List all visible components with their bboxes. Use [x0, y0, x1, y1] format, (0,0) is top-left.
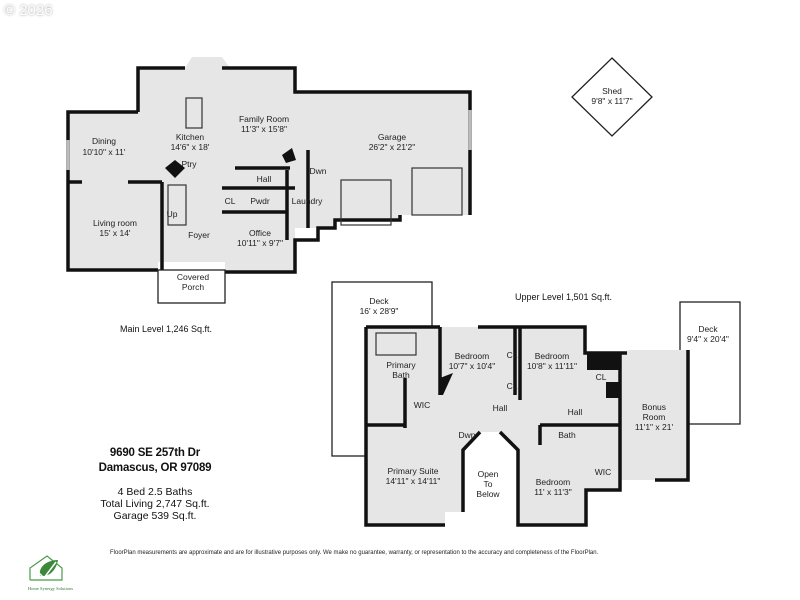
room-dims: 14'6" x 18' — [171, 142, 210, 152]
room-name: Deck — [698, 324, 718, 334]
room-name: Living room — [93, 218, 137, 228]
room-name: Bedroom — [455, 351, 490, 361]
room-dims: 10'10" x 11' — [83, 147, 126, 157]
garage-size: Garage 539 Sq.ft. — [113, 510, 197, 522]
room-dims: 14'11" x 14'11" — [386, 476, 441, 486]
room-dims: 11'1" x 21' — [635, 422, 674, 432]
main-level-labels: Dining 10'10" x 11' Kitchen 14'6" x 18' … — [83, 86, 633, 292]
primary-bath-label: Primary — [386, 360, 416, 370]
stairs-up-label: Up — [167, 209, 178, 219]
closet-label: CL — [507, 381, 518, 391]
upper-level-plan — [331, 281, 741, 527]
room-dims: 11'3" x 15'8" — [241, 124, 287, 134]
room-dims: 10'8" x 11'11" — [527, 361, 577, 371]
room-dims: 9'4" x 20'4" — [687, 334, 729, 344]
disclaimer: FloorPlan measurements are approximate a… — [110, 550, 599, 556]
total-living: Total Living 2,747 Sq.ft. — [100, 498, 210, 510]
room-dims: 16' x 28'9" — [360, 306, 399, 316]
room-name: Primary Suite — [387, 466, 438, 476]
hall-label: Hall — [493, 403, 508, 413]
address-line-1: 9690 SE 257th Dr — [109, 447, 201, 459]
upper-level-labels: Deck 16' x 28'9" Bedroom 10'7" x 10'4" B… — [360, 296, 729, 499]
beds-baths: 4 Bed 2.5 Baths — [117, 486, 193, 498]
powder-label: Pwdr — [250, 196, 270, 206]
closet-label: CL — [225, 196, 236, 206]
room-name: Bedroom — [535, 351, 570, 361]
pantry-label: Ptry — [181, 159, 197, 169]
shed-plan — [571, 57, 653, 137]
open-to-below-label: To — [484, 479, 493, 489]
upper-level-label: Upper Level 1,501 Sq.ft. — [515, 292, 613, 302]
main-level-plan — [66, 57, 472, 304]
hall-label: Hall — [568, 407, 583, 417]
room-dims: 11' x 11'3" — [534, 487, 572, 497]
foyer-label: Foyer — [188, 230, 210, 240]
closet-label: CL — [596, 372, 607, 382]
room-name: Covered — [177, 272, 209, 282]
room-dims: 26'2" x 21'2" — [369, 142, 416, 152]
open-to-below-label: Open — [478, 469, 499, 479]
room-name: Bedroom — [536, 477, 571, 487]
room-name: Bonus — [642, 402, 666, 412]
open-to-below-label: Below — [476, 489, 500, 499]
wic-label: WIC — [414, 400, 431, 410]
shed-dims: 9'8" x 11'7" — [591, 96, 632, 106]
wic-label: WIC — [595, 467, 612, 477]
closet-label: CL — [507, 350, 518, 360]
room-dims: 10'7" x 10'4" — [449, 361, 496, 371]
property-address: 9690 SE 257th Dr Damascus, OR 97089 — [60, 446, 250, 476]
room-dims: Porch — [182, 282, 204, 292]
watermark: © 2026 — [4, 2, 53, 19]
room-dims: 10'11" x 9'7" — [237, 238, 283, 248]
laundry-label: Laundry — [292, 196, 323, 206]
shed-name: Shed — [602, 86, 622, 96]
room-name: Garage — [378, 132, 407, 142]
room-dims: 15' x 14' — [99, 228, 131, 238]
primary-bath-label: Bath — [392, 370, 410, 380]
stairs-down-label: Dwn — [309, 166, 326, 176]
property-stats: 4 Bed 2.5 Baths Total Living 2,747 Sq.ft… — [60, 486, 250, 522]
room-name: Kitchen — [176, 132, 205, 142]
bath-label: Bath — [558, 430, 576, 440]
hall-label: Hall — [257, 174, 272, 184]
room-dims: Room — [643, 412, 666, 422]
main-level-label: Main Level 1,246 Sq.ft. — [120, 324, 213, 334]
logo-house-leaf-icon — [29, 555, 63, 581]
address-line-2: Damascus, OR 97089 — [98, 462, 212, 474]
logo-text: Home Synergy Solutions — [27, 586, 74, 591]
room-name: Dining — [92, 136, 116, 146]
stairs-down-label: Dwn — [458, 430, 475, 440]
room-name: Deck — [369, 296, 389, 306]
logo: Home Synergy Solutions — [18, 586, 83, 591]
room-name: Family Room — [239, 114, 289, 124]
room-name: Office — [249, 228, 271, 238]
